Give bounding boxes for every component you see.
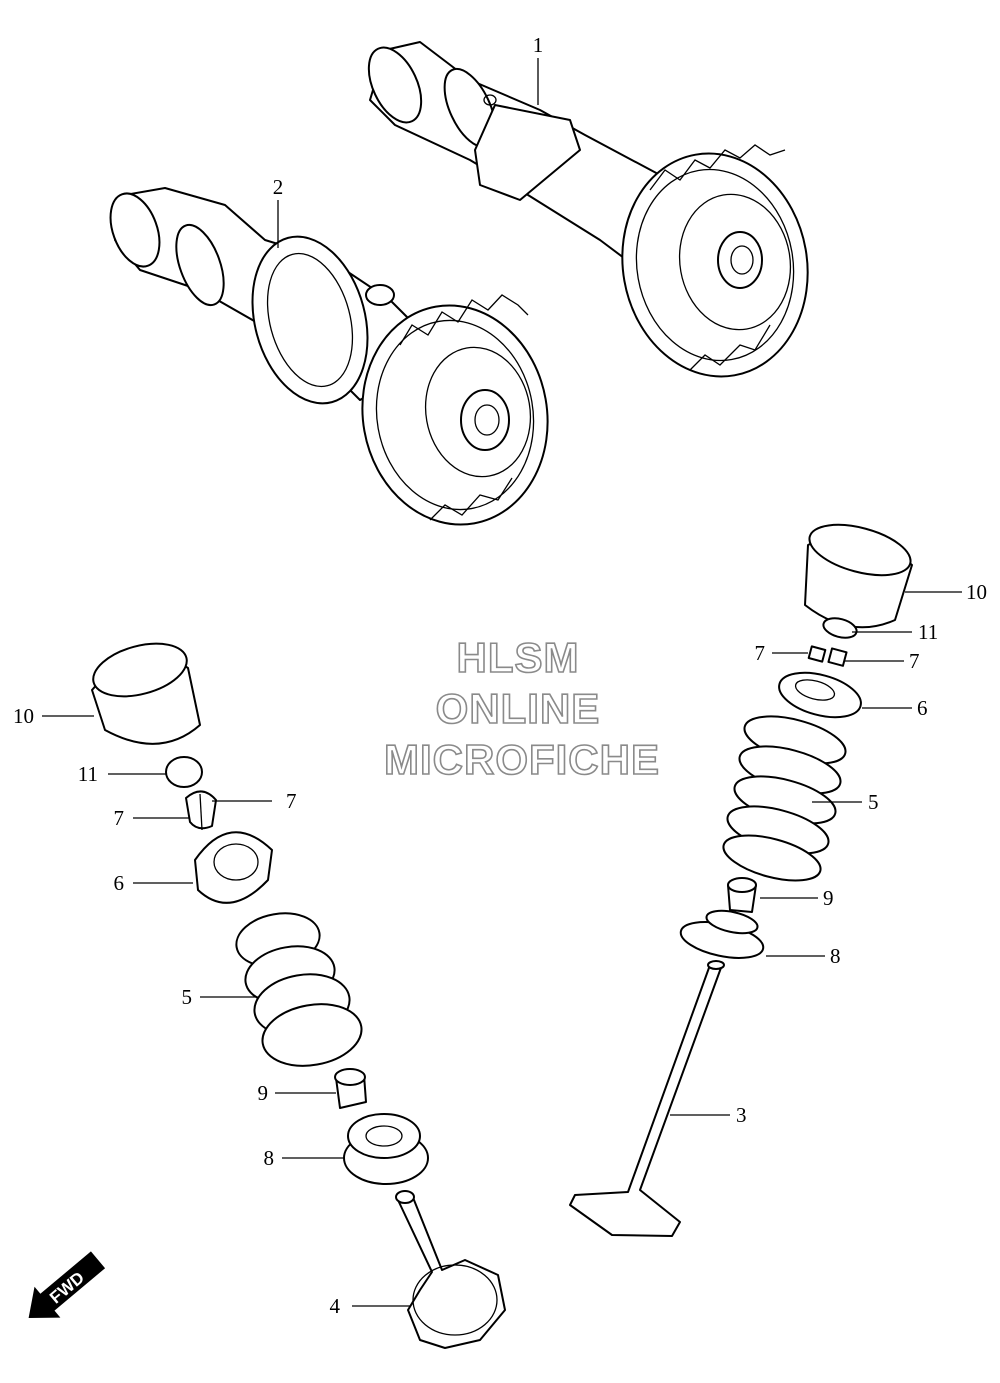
callout-spring-right: 5 <box>868 790 879 814</box>
camshaft-exhaust[interactable] <box>358 39 825 391</box>
valve-stem-seal-left[interactable] <box>334 1068 367 1109</box>
spring-retainer-left[interactable] <box>194 831 273 904</box>
callout-seal-right: 9 <box>823 886 834 910</box>
callout-tappet-left: 10 <box>13 704 34 728</box>
camshaft-intake[interactable] <box>101 187 564 540</box>
valve-exhaust[interactable] <box>569 960 725 1237</box>
spring-retainer-right[interactable] <box>774 665 865 725</box>
callout-valve-exhaust: 3 <box>736 1103 747 1127</box>
callout-shim-left: 11 <box>78 762 98 786</box>
valve-stem-seal-right[interactable] <box>727 877 757 913</box>
watermark-line-2: ONLINE <box>436 685 601 732</box>
callout-tappet-right: 10 <box>966 580 987 604</box>
cotter-pair-right[interactable] <box>807 645 848 667</box>
callout-valve-intake: 4 <box>330 1294 341 1318</box>
spring-seat-left[interactable] <box>343 1113 429 1185</box>
watermark-line-1: HLSM <box>457 634 580 681</box>
valve-spring-left[interactable] <box>232 907 366 1073</box>
valve-intake[interactable] <box>395 1190 506 1349</box>
callout-seat-left: 8 <box>264 1146 275 1170</box>
callout-seal-left: 9 <box>258 1081 269 1105</box>
callout-cotter-left-b: 7 <box>114 806 125 830</box>
callout-cotter-right-b: 7 <box>755 641 766 665</box>
tappet-left[interactable] <box>87 634 201 745</box>
callout-shim-right: 11 <box>918 620 938 644</box>
callout-camshaft-exhaust: 1 <box>533 33 544 57</box>
callout-camshaft-intake: 2 <box>273 175 284 199</box>
callout-labels: 1 2 3 4 5 5 6 6 7 7 7 7 8 8 9 9 10 10 11… <box>13 33 987 1318</box>
callout-spring-left: 5 <box>182 985 193 1009</box>
valve-spring-right[interactable] <box>719 707 851 889</box>
tappet-right[interactable] <box>804 515 916 629</box>
watermark: HLSM ONLINE MICROFICHE <box>383 633 660 784</box>
callout-retainer-right: 6 <box>917 696 928 720</box>
cotter-pair-left[interactable] <box>185 790 217 831</box>
watermark-line-3: MICROFICHE <box>384 736 660 783</box>
callout-cotter-right-a: 7 <box>909 649 920 673</box>
callout-cotter-left-a: 7 <box>286 789 297 813</box>
callout-retainer-left: 6 <box>114 871 125 895</box>
leader-lines <box>42 58 962 1307</box>
spring-seat-right[interactable] <box>678 907 767 965</box>
fwd-direction-badge: FWD <box>28 1251 106 1319</box>
shim-left[interactable] <box>165 756 203 788</box>
callout-seat-right: 8 <box>830 944 841 968</box>
fwd-arrow-icon <box>28 1251 106 1319</box>
